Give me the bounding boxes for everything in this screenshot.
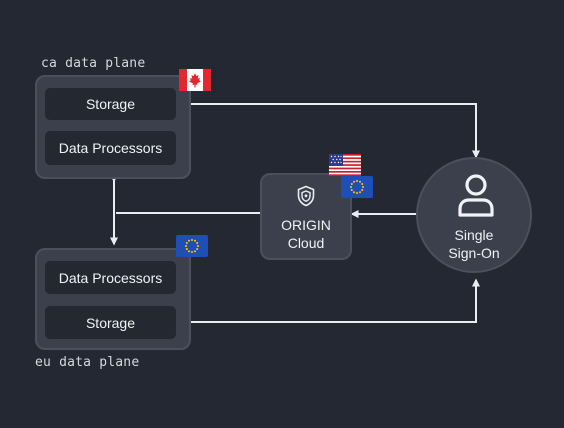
origin-cloud-label-line1: ORIGIN [281, 217, 331, 233]
eu-data-plane-label: eu data plane [35, 355, 140, 370]
eu-flag-icon [176, 235, 208, 257]
single-sign-on-node: Single Sign-On [416, 157, 532, 273]
eu-storage-to-sso-connector [190, 278, 480, 323]
sso-label-line2: Sign-On [448, 245, 500, 261]
user-icon [458, 174, 494, 217]
eu-storage-node: Storage [45, 306, 176, 339]
ca-data-processors-node: Data Processors [45, 131, 176, 165]
eu-data-processors-node: Data Processors [45, 261, 176, 294]
origin-cloud-node: ORIGIN Cloud [260, 173, 352, 260]
ca-data-plane-label: ca data plane [41, 56, 146, 71]
ca-storage-node: Storage [45, 88, 176, 120]
ca-storage-to-sso-connector [190, 103, 480, 159]
sso-label-line1: Single [454, 227, 494, 243]
eu-flag-icon [341, 176, 373, 198]
canada-flag-icon [179, 69, 211, 91]
origin-cloud-label-line2: Cloud [287, 235, 325, 251]
shield-icon [297, 185, 315, 207]
us-flag-icon [329, 154, 361, 176]
